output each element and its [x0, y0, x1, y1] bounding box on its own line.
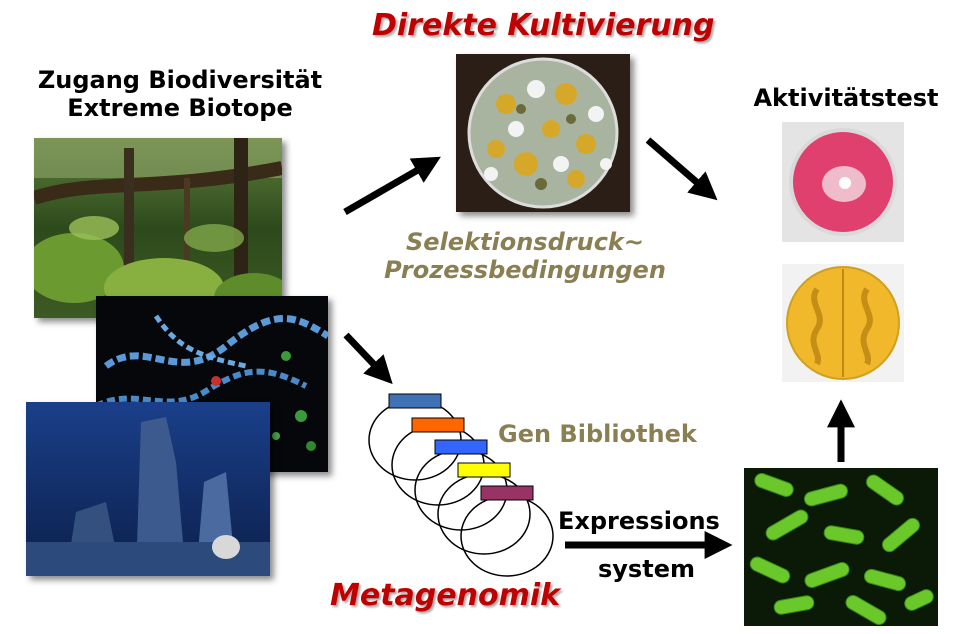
label-system: system [598, 555, 695, 583]
heading-zugang: Zugang Biodiversität Extreme Biotope [20, 66, 340, 122]
petri-dish-colonies-photo [456, 54, 630, 212]
heading-zugang-line1: Zugang Biodiversität [37, 66, 323, 94]
activity-test-yellow-plate [782, 264, 904, 382]
gene-insert-bar-2 [411, 417, 465, 433]
gene-library-diagram [360, 390, 560, 580]
label-selektionsdruck: Selektionsdruck~ Prozessbedingungen [360, 228, 690, 284]
gene-insert-bar-1 [388, 393, 442, 409]
label-selektionsdruck-line1: Selektionsdruck~ [406, 228, 644, 256]
arrow-to-culture-icon [343, 156, 441, 216]
heading-direkte-kultivierung: Direkte Kultivierung [372, 8, 715, 43]
gene-insert-bar-3 [434, 439, 488, 455]
deep-sea-vent-photo [26, 402, 270, 576]
rainforest-photo [34, 138, 282, 318]
arrow-to-metagenomics-icon [343, 332, 393, 385]
activity-test-pink-plate [782, 122, 904, 242]
label-selektionsdruck-line2: Prozessbedingungen [384, 256, 666, 284]
heading-zugang-line2: Extreme Biotope [67, 94, 293, 122]
label-gen-bibliothek: Gen Bibliothek [498, 420, 697, 448]
gene-insert-bar-4 [457, 462, 511, 478]
label-expressions: Expressions [558, 507, 720, 535]
gene-insert-bar-5 [480, 485, 534, 501]
arrow-to-assay-icon [645, 137, 718, 201]
bacteria-microscopy-photo [744, 468, 938, 626]
heading-metagenomik: Metagenomik [330, 578, 561, 613]
heading-aktivitaetstest: Aktivitätstest [753, 84, 939, 112]
